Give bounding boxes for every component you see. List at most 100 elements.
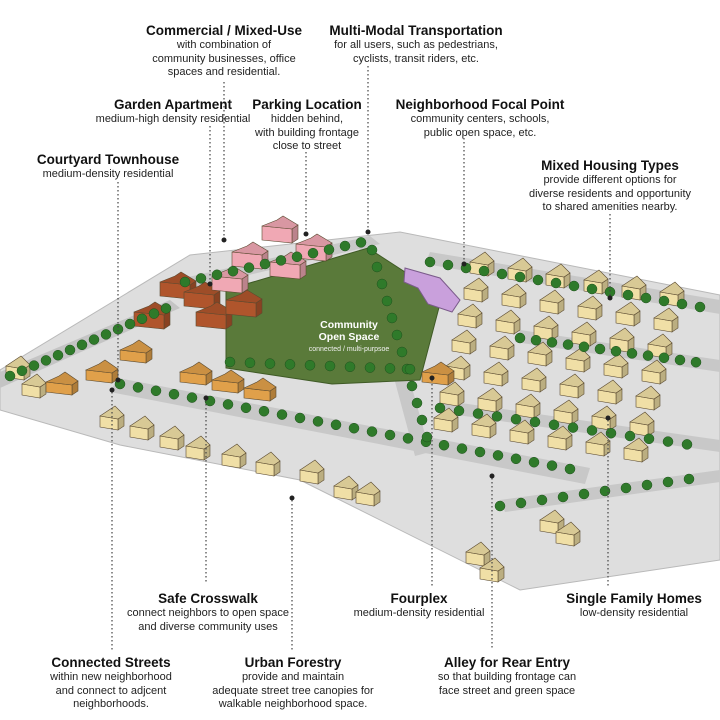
label-commercial: Commercial / Mixed-Use with combination …	[138, 23, 310, 80]
street-tree	[407, 381, 417, 391]
street-tree	[551, 278, 561, 288]
street-tree	[623, 290, 633, 300]
street-tree	[325, 361, 335, 371]
label-transport: Multi-Modal Transportation for all users…	[318, 23, 514, 66]
street-tree	[285, 359, 295, 369]
label-parking: Parking Location hidden behind, with bui…	[252, 97, 362, 154]
street-tree	[515, 272, 525, 282]
label-commercial-desc: with combination of community businesses…	[138, 39, 310, 79]
street-tree	[579, 489, 589, 499]
label-forestry: Urban Forestry provide and maintain adeq…	[204, 655, 382, 712]
street-tree	[345, 362, 355, 372]
street-tree	[403, 433, 413, 443]
label-connected-desc: within new neighborhood and connect to a…	[42, 671, 180, 711]
street-tree	[454, 406, 464, 416]
street-tree	[17, 366, 27, 376]
street-tree	[611, 346, 621, 356]
street-tree	[385, 363, 395, 373]
street-tree	[29, 361, 39, 371]
street-tree	[529, 457, 539, 467]
open-space-subtitle: connected / multi-purpsoe	[296, 346, 402, 353]
street-tree	[579, 342, 589, 352]
street-tree	[663, 437, 673, 447]
street-tree	[439, 440, 449, 450]
commercial-building	[262, 216, 298, 243]
label-single-title: Single Family Homes	[556, 591, 712, 607]
label-courtyard-desc: medium-density residential	[30, 168, 186, 181]
open-space-title: Community Open Space	[290, 319, 408, 343]
street-tree	[497, 269, 507, 279]
label-alley-desc: so that building frontage can face stree…	[422, 671, 592, 698]
street-tree	[372, 262, 382, 272]
street-tree	[682, 439, 692, 449]
street-tree	[151, 386, 161, 396]
street-tree	[563, 340, 573, 350]
label-connected-title: Connected Streets	[42, 655, 180, 671]
street-tree	[695, 302, 705, 312]
street-tree	[516, 498, 526, 508]
label-commercial-title: Commercial / Mixed-Use	[138, 23, 310, 39]
label-mixed: Mixed Housing Types provide different op…	[512, 158, 708, 215]
street-tree	[41, 355, 51, 365]
street-tree	[53, 350, 63, 360]
street-tree	[405, 364, 415, 374]
street-tree	[533, 275, 543, 285]
street-tree	[565, 464, 575, 474]
street-tree	[479, 266, 489, 276]
label-garden: Garden Apartment medium-high density res…	[88, 97, 258, 127]
label-focal-desc: community centers, schools, public open …	[388, 113, 572, 140]
label-crosswalk: Safe Crosswalk connect neighbors to open…	[124, 591, 292, 634]
label-transport-title: Multi-Modal Transportation	[318, 23, 514, 39]
street-tree	[137, 314, 147, 324]
street-tree	[587, 425, 597, 435]
street-tree	[475, 447, 485, 457]
street-tree	[305, 360, 315, 370]
street-tree	[340, 241, 350, 251]
street-tree	[412, 398, 422, 408]
street-tree	[659, 296, 669, 306]
street-tree	[547, 461, 557, 471]
street-tree	[196, 273, 206, 283]
street-tree	[377, 279, 387, 289]
street-tree	[663, 477, 673, 487]
label-focal: Neighborhood Focal Point community cente…	[388, 97, 572, 140]
label-forestry-title: Urban Forestry	[204, 655, 382, 671]
open-space-title-line2: Open Space	[319, 331, 380, 343]
street-tree	[324, 245, 334, 255]
label-parking-desc: hidden behind, with building frontage cl…	[252, 113, 362, 153]
street-tree	[443, 260, 453, 270]
street-tree	[161, 303, 171, 313]
street-tree	[149, 309, 159, 319]
street-tree	[244, 263, 254, 273]
label-alley-title: Alley for Rear Entry	[422, 655, 592, 671]
street-tree	[260, 259, 270, 269]
street-tree	[492, 411, 502, 421]
street-tree	[531, 335, 541, 345]
label-parking-title: Parking Location	[252, 97, 362, 113]
street-tree	[493, 450, 503, 460]
street-tree	[417, 415, 427, 425]
street-tree	[101, 329, 111, 339]
street-tree	[642, 480, 652, 490]
street-tree	[515, 333, 525, 343]
street-tree	[511, 454, 521, 464]
street-tree	[225, 357, 235, 367]
street-tree	[511, 414, 521, 424]
street-tree	[349, 423, 359, 433]
street-tree	[684, 474, 694, 484]
street-tree	[558, 492, 568, 502]
label-fourplex: Fourplex medium-density residential	[344, 591, 494, 621]
street-tree	[367, 245, 377, 255]
label-courtyard-title: Courtyard Townhouse	[30, 152, 186, 168]
street-tree	[568, 423, 578, 433]
street-tree	[530, 417, 540, 427]
street-tree	[180, 277, 190, 287]
street-tree	[241, 403, 251, 413]
street-tree	[495, 501, 505, 511]
street-tree	[223, 399, 233, 409]
label-fourplex-title: Fourplex	[344, 591, 494, 607]
street-tree	[641, 293, 651, 303]
label-forestry-desc: provide and maintain adequate street tre…	[204, 671, 382, 711]
street-tree	[187, 393, 197, 403]
label-single-desc: low-density residential	[556, 607, 712, 620]
